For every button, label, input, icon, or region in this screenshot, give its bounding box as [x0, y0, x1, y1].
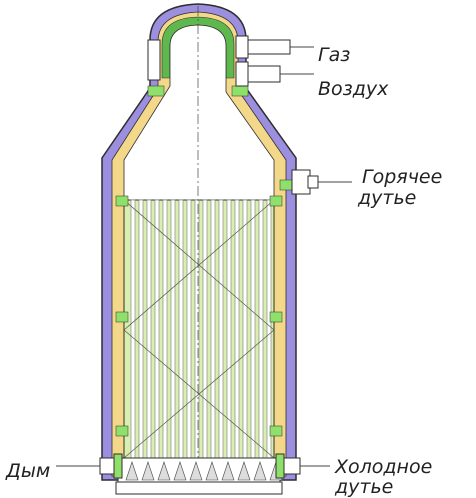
- grate-support: [157, 461, 171, 481]
- checker-tube: [234, 199, 240, 459]
- checker-tube: [154, 199, 160, 459]
- checker-tube: [202, 199, 208, 459]
- hot-blast-label-line2: дутье: [358, 187, 417, 209]
- checker-tube: [258, 199, 264, 459]
- cold-blast-label: Холодное: [335, 456, 433, 478]
- grate-support: [205, 461, 219, 481]
- checker-tube: [130, 199, 136, 459]
- grate-support: [189, 461, 203, 481]
- checker-tube: [250, 199, 256, 459]
- checker-tube: [194, 199, 200, 459]
- combustion-chamber: [123, 24, 275, 201]
- checker-tube: [146, 199, 152, 459]
- checker-tube: [218, 199, 224, 459]
- foundation: [115, 481, 283, 495]
- checker-tube: [242, 199, 248, 459]
- checker-tubes: [130, 199, 272, 459]
- gas-air-nozzles: [147, 35, 291, 87]
- grate-support: [221, 461, 235, 481]
- hot-blast-label: Горячее: [362, 166, 443, 188]
- refractory-markers: [115, 85, 295, 437]
- checker-tube: [170, 199, 176, 459]
- cold-blast-label-line2: дутье: [335, 476, 394, 498]
- checker-tube: [186, 199, 192, 459]
- checker-tube: [178, 199, 184, 459]
- grate-support: [237, 461, 251, 481]
- grate-support: [253, 461, 267, 481]
- checker-tube: [162, 199, 168, 459]
- grate-support: [125, 461, 139, 481]
- air-label: Воздух: [318, 78, 389, 100]
- smoke-label: Дым: [6, 460, 51, 482]
- hot-blast-nozzle: [291, 169, 319, 195]
- cold-blast-inlet: [275, 453, 301, 479]
- grate-support: [141, 461, 155, 481]
- smoke-outlet: [99, 453, 123, 479]
- checker-tube: [210, 199, 216, 459]
- checker-tube: [138, 199, 144, 459]
- checker-tube: [266, 199, 272, 459]
- grate-support: [173, 461, 187, 481]
- gas-label: Газ: [318, 44, 351, 66]
- checker-cross-lines: [123, 199, 275, 459]
